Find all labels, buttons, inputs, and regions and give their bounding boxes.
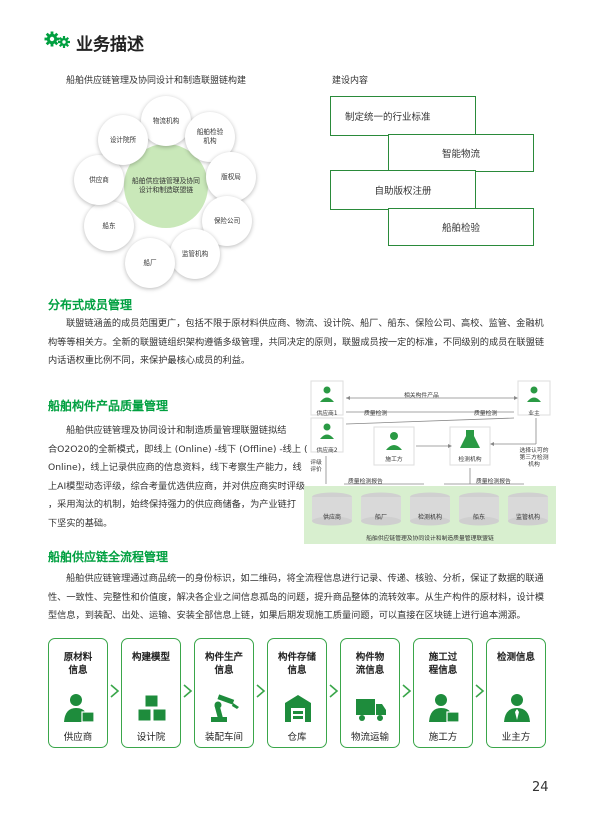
flow-card-model: 构建模型 设计院 — [121, 638, 181, 748]
member-shipowner: 船东 — [84, 201, 134, 251]
label-quality-check: 质量检测 — [364, 411, 388, 417]
section-paragraph-fullflow: 船舶供应链管理通过商品统一的身份标识，如二维码，将全流程信息进行记录、传递、核验… — [48, 573, 545, 621]
label-related-products: 相关构件产品 — [404, 393, 439, 399]
section-paragraph-distributed: 联盟链涵盖的成员范围更广，包括不限于原材料供应商、物流、设计院、船厂、船东、保险… — [48, 318, 545, 366]
alliance-title: 船舶供应链管理及协同设计和制造联盟链构建 — [66, 76, 247, 86]
flow-card-production: 构件生产 信息 装配车间 — [194, 638, 254, 748]
chain-node: 船厂 — [357, 492, 405, 526]
person-tie-icon — [504, 694, 530, 722]
flow-card-raw-material: 原材料 信息 供应商 — [48, 638, 108, 748]
member-design-institute: 设计院所 — [98, 115, 148, 165]
chevron-right-icon — [110, 684, 120, 698]
member-logistics: 物流机构 — [141, 96, 191, 146]
construction-title: 建设内容 — [332, 76, 369, 86]
flow-card-detection-info: 检测信息业主方 — [486, 638, 546, 748]
warehouse-icon — [285, 695, 311, 722]
label-quality-check-2: 质量检测 — [474, 411, 498, 417]
chevron-right-icon — [329, 684, 339, 698]
label-supplier-1: 供应商1 — [316, 411, 338, 417]
chevron-right-icon — [402, 684, 412, 698]
page-title: 业务描述 — [76, 35, 144, 55]
section-title-fullflow: 船舶供应链全流程管理 — [48, 550, 169, 564]
chain-node: 船东 — [455, 492, 503, 526]
chevron-right-icon — [475, 684, 485, 698]
truck-icon — [356, 699, 386, 721]
flow-card-logistics: 构件物 流信息 物流运输 — [340, 638, 400, 748]
label-chain: 船舶供应链管理及协同设计和制造质量管理联盟链 — [366, 536, 494, 542]
page-number: 24 — [532, 780, 549, 795]
member-copyright: 版权局 — [206, 152, 256, 202]
person-box-icon — [429, 694, 460, 723]
chevron-right-icon — [256, 684, 266, 698]
header-icon — [44, 30, 74, 50]
flow-card-storage: 构件存储 信息 仓库 — [267, 638, 327, 748]
label-rating: 评级 评价 — [310, 460, 322, 473]
chevron-right-icon — [183, 684, 193, 698]
chain-node: 监管机构 — [504, 492, 552, 526]
member-regulator: 监管机构 — [170, 229, 220, 279]
robot-arm-icon — [211, 694, 239, 722]
construction-item-logistics: 智能物流 — [388, 134, 534, 172]
label-builder: 施工方 — [385, 457, 403, 463]
construction-item-standard: 制定统一的行业标准 — [330, 96, 476, 136]
section-title-quality: 船舶构件产品质量管理 — [48, 399, 169, 413]
chain-node: 供应商 — [308, 492, 356, 526]
person-box-icon — [64, 694, 95, 723]
flow-card-construction: 施工过 程信息 施工方 — [413, 638, 473, 748]
cubes-icon — [137, 694, 167, 722]
section-paragraph-quality: 船舶供应链管理及协同设计和制造质量管理联盟链拟结 合O2O20的全新模式，即线上… — [48, 425, 308, 529]
construction-item-copyright: 自助版权注册 — [330, 170, 476, 210]
chain-node: 检测机构 — [406, 492, 454, 526]
construction-item-inspection: 船舶检验 — [388, 208, 534, 246]
section-title-distributed: 分布式成员管理 — [48, 298, 133, 312]
label-supplier-2: 供应商2 — [316, 448, 338, 454]
label-testing-org: 检测机构 — [458, 457, 482, 463]
label-owner: 业主 — [528, 411, 540, 417]
label-report-2: 质量检测报告 — [476, 479, 511, 485]
member-shipyard: 船厂 — [125, 238, 175, 288]
label-report-1: 质量检测报告 — [348, 479, 383, 485]
label-third-party: 选择认可的 第三方检测 机构 — [519, 448, 549, 468]
